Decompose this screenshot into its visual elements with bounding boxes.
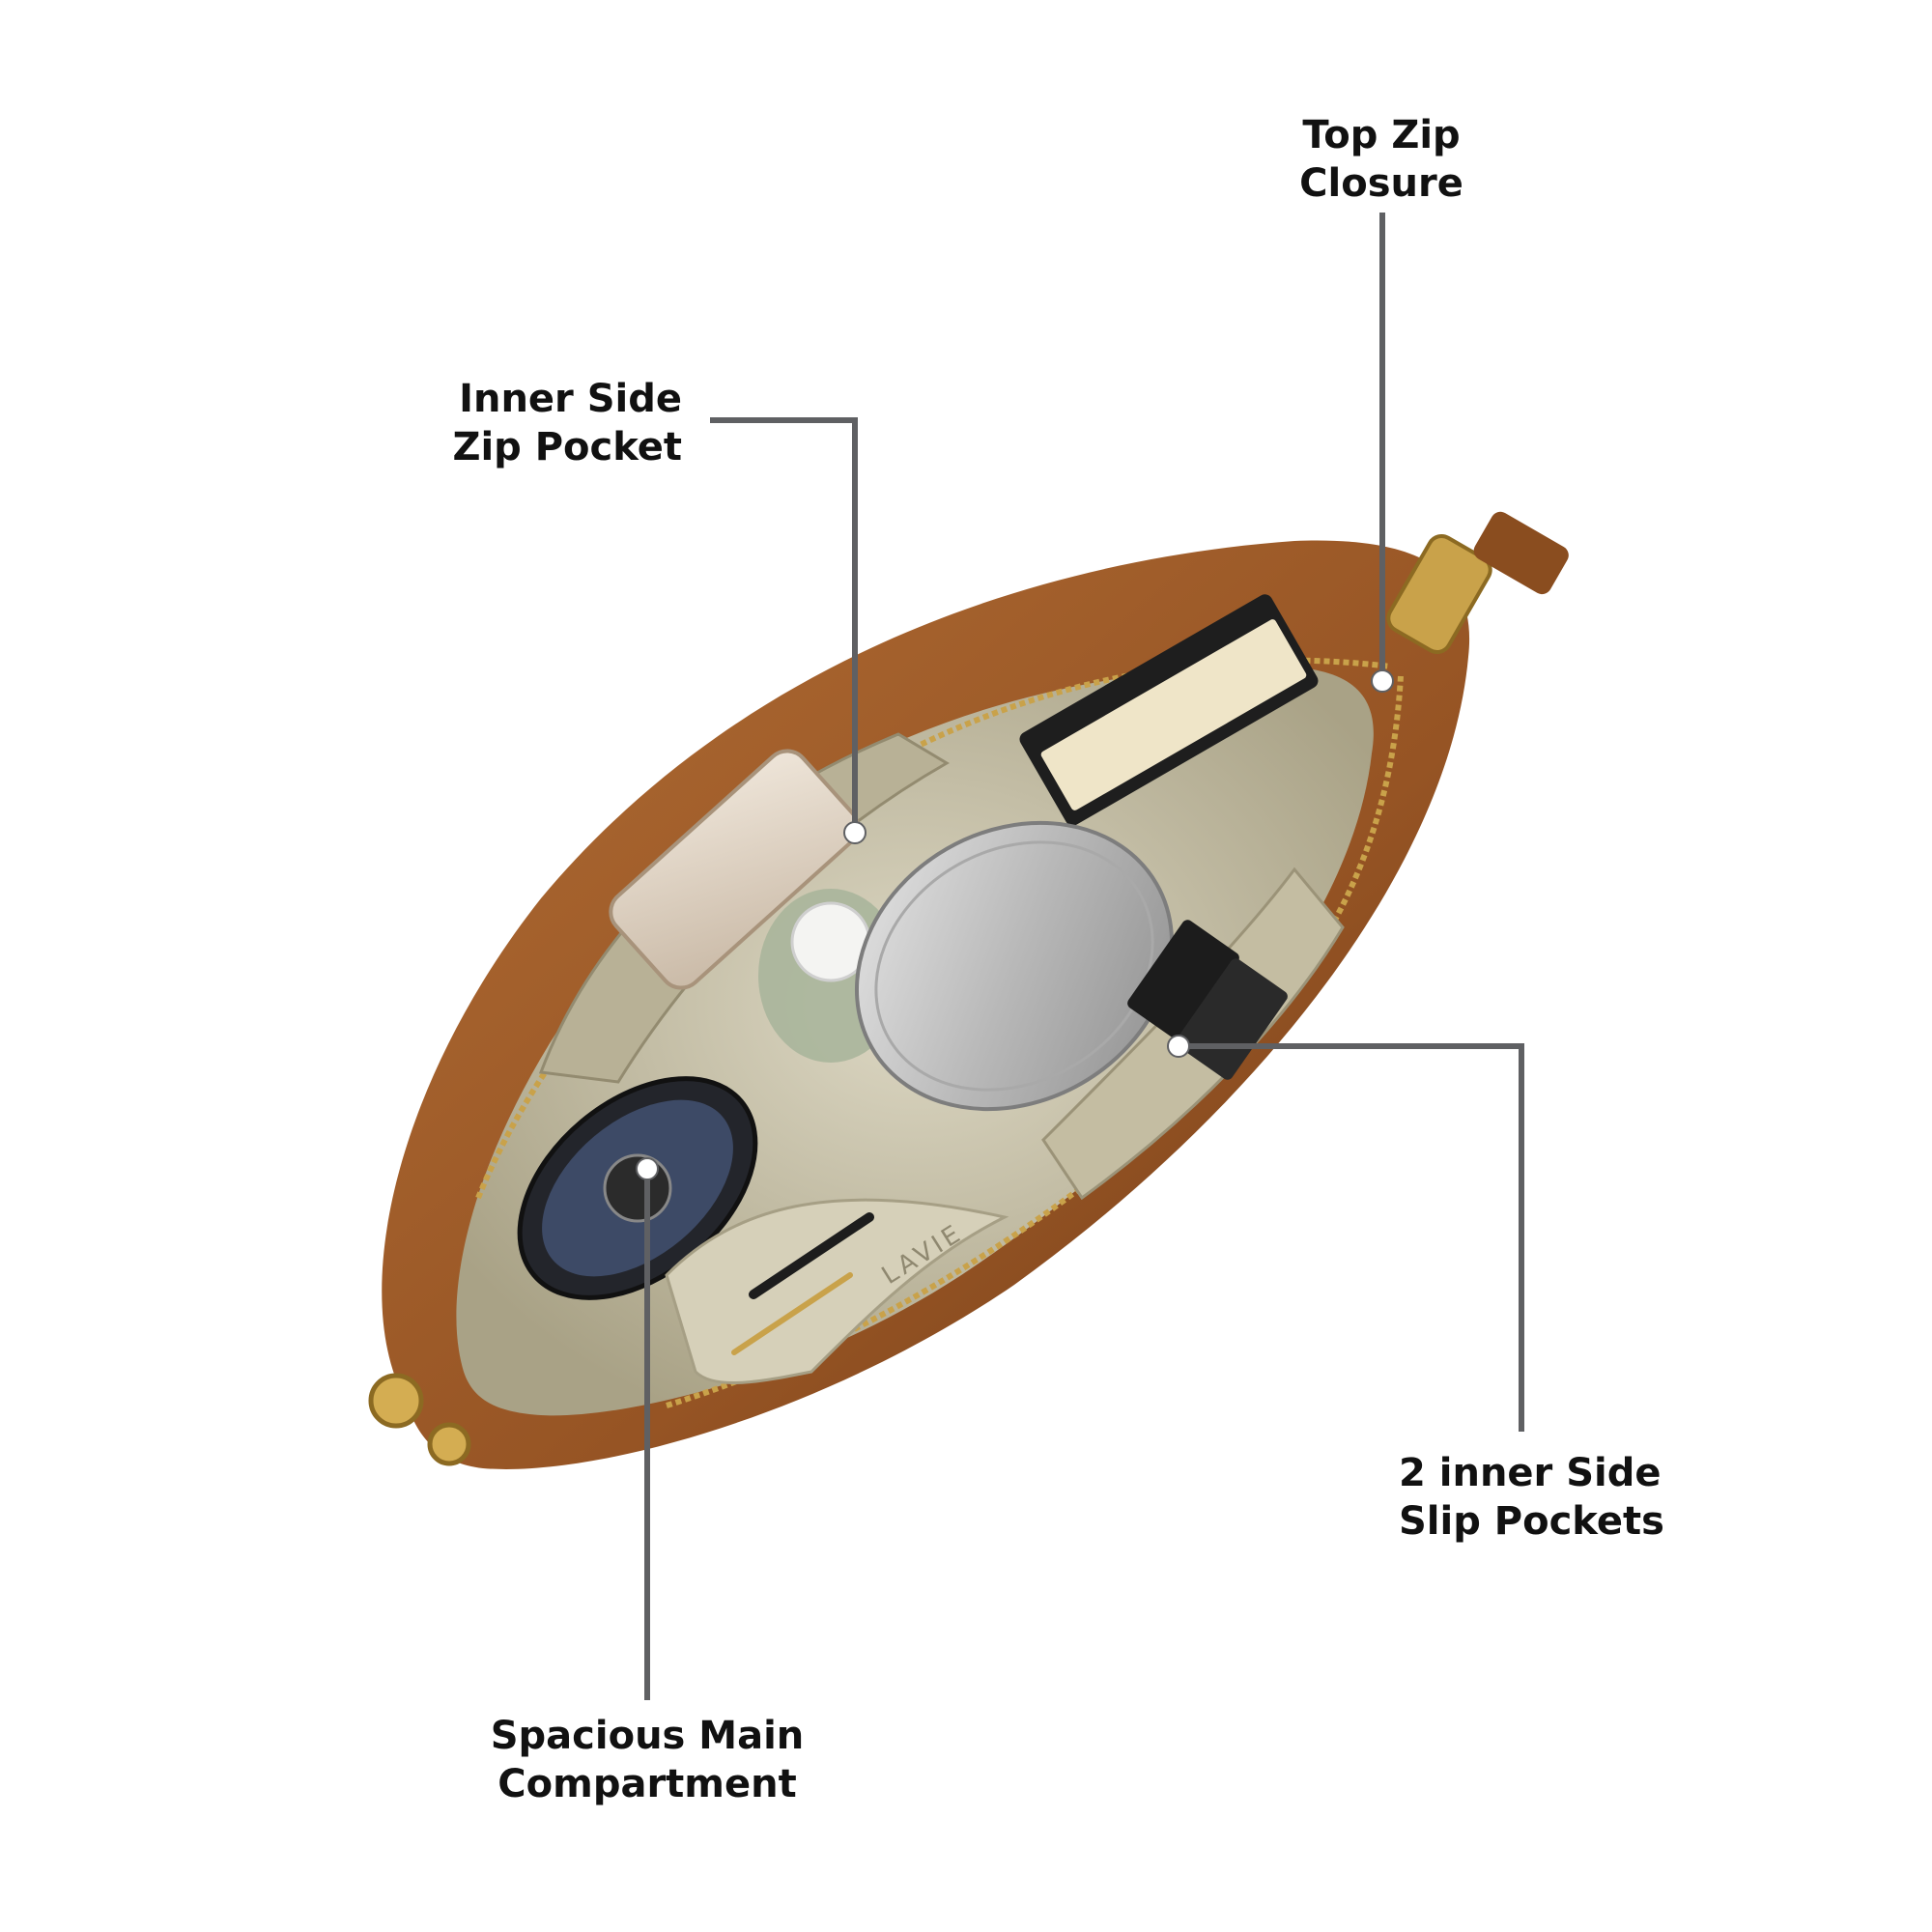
leader-dot-inner-zip-pocket (843, 821, 867, 844)
callout-top-zip-line2: Closure (1299, 161, 1463, 206)
leader-line-inner-zip-pocket (710, 417, 858, 833)
strap-ring-icon (368, 1373, 471, 1466)
callout-main-line1: Spacious Main (490, 1714, 805, 1758)
callout-inner-side-zip-pocket: Inner Side Zip Pocket (435, 375, 682, 471)
callout-top-zip-closure: Top Zip Closure (1285, 111, 1478, 208)
leader-dot-top-zip (1371, 669, 1394, 693)
zip-pull-icon (1386, 511, 1569, 655)
callout-spacious-main-compartment: Spacious Main Compartment (483, 1712, 811, 1808)
leader-dot-main-compartment (636, 1157, 659, 1180)
callout-main-line2: Compartment (497, 1762, 797, 1806)
callout-inner-zip-line1: Inner Side (459, 377, 682, 421)
lower-pocket (665, 1198, 1009, 1385)
phone-icon (609, 749, 860, 990)
tin-icon (854, 820, 1175, 1112)
sunglasses-icon (731, 1212, 874, 1355)
lipstick-icon (1127, 920, 1288, 1080)
callout-slip-line2: Slip Pockets (1399, 1499, 1664, 1544)
leader-line-slip-pockets (1179, 1043, 1524, 1432)
handbag: LAVIE (368, 511, 1569, 1469)
callout-inner-zip-line2: Zip Pocket (452, 425, 682, 469)
callout-inner-side-slip-pockets: 2 inner Side Slip Pockets (1399, 1449, 1689, 1546)
callout-slip-line1: 2 inner Side (1399, 1451, 1662, 1495)
callout-top-zip-line1: Top Zip (1302, 113, 1461, 157)
leader-lines (636, 213, 1524, 1700)
notebook-icon (1019, 594, 1319, 826)
leader-dot-slip-pockets (1167, 1035, 1190, 1058)
